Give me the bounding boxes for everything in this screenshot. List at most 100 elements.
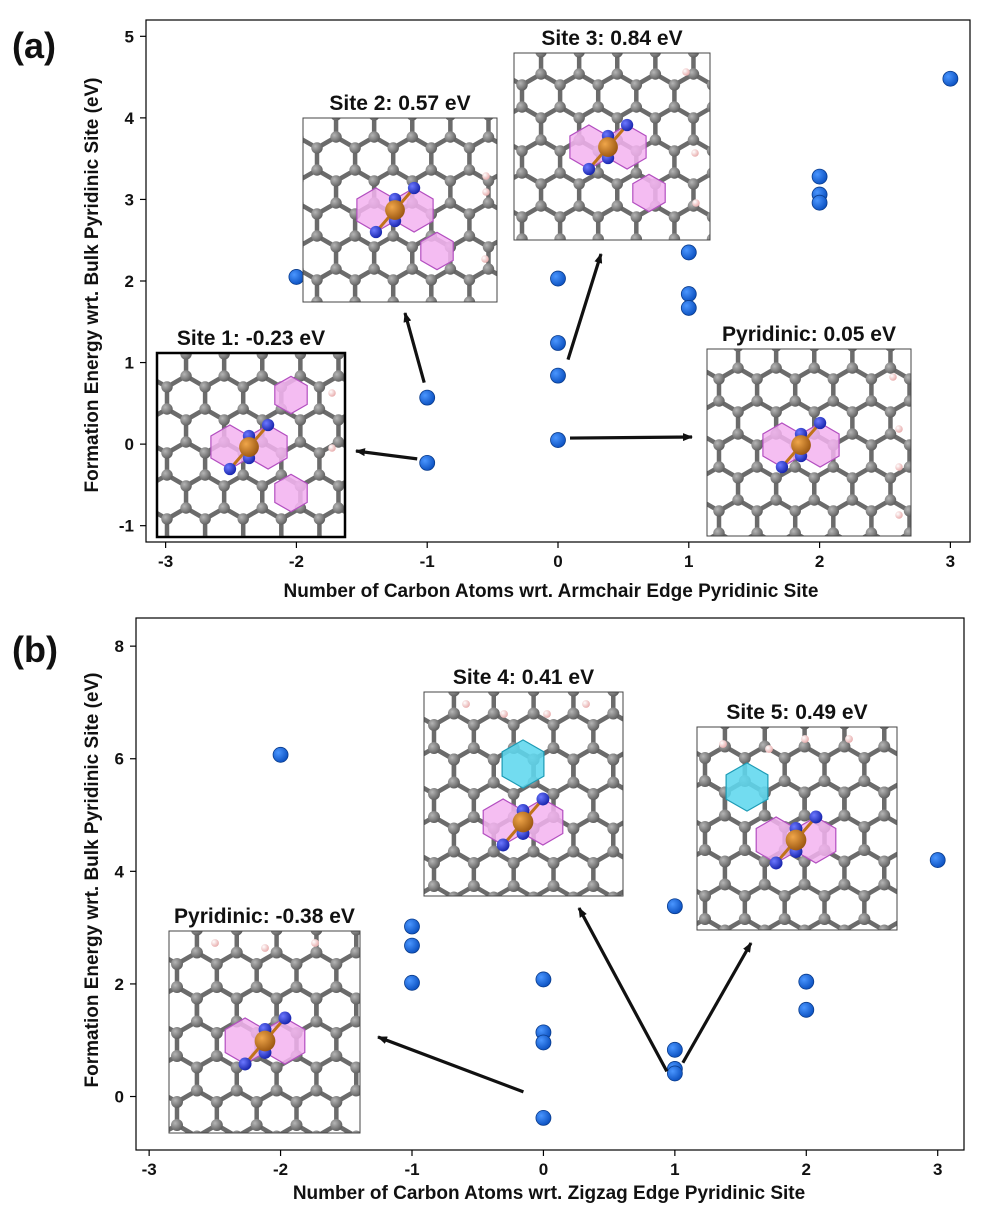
bond [633,679,653,691]
bond [522,338,541,349]
bond [560,8,579,19]
inset-structure [625,678,984,1035]
hydrogen-atom [719,740,727,748]
bond [765,678,785,690]
hydrogen-atom [482,188,490,196]
carbon-atom [447,776,460,789]
carbon-atom [630,211,643,223]
bond [434,310,453,321]
bond [197,849,217,861]
bond [456,987,476,999]
inset-site5: Site 5: 0.49 eV [625,678,984,1035]
data-point [942,70,959,87]
carbon-atom [218,414,230,426]
bond [358,640,377,651]
carbon-atom [447,845,460,858]
bond [237,1194,257,1206]
hydrogen-atom [500,710,508,718]
carbon-atom [330,958,343,970]
inset-title: Site 3: 0.84 eV [541,27,682,50]
bond [484,74,503,85]
bond [733,679,753,691]
bond [474,921,494,933]
bond [186,277,205,288]
bond [757,269,776,280]
carbon-atom [699,775,711,787]
bond [625,954,645,966]
bond [243,640,262,651]
carbon-atom [467,857,480,869]
data-point [404,918,420,935]
bond [662,566,681,577]
data-point [404,974,420,991]
bond [508,335,527,346]
bond [808,239,827,250]
bond [488,335,507,346]
bond [374,368,393,379]
carbon-atom [567,707,580,720]
carbon-atom [611,178,623,190]
carbon-atom [425,164,438,176]
inset-structure [137,849,476,1206]
bond [453,508,472,519]
bond [617,305,636,316]
bond [964,712,984,724]
data-point [288,269,305,285]
carbon-atom [313,447,326,459]
bond [137,1056,157,1068]
bond [137,918,157,930]
bond [732,206,751,217]
bond [396,640,415,651]
bond [186,640,205,651]
bond [222,104,241,115]
bond [844,678,864,690]
arrow-to-site1 [355,448,418,461]
bond [434,442,453,453]
bond [137,884,157,896]
bond [636,338,655,349]
bond [91,574,110,585]
bond [224,310,243,321]
hydrogen-atom [582,700,590,708]
carbon-atom [798,924,811,930]
bond [129,475,148,486]
carbon-atom [330,175,342,187]
bond [416,1091,436,1103]
bond [948,434,967,445]
bond [844,988,864,1000]
carbon-atom [313,381,326,393]
carbon-atom [878,855,891,868]
bond [91,541,110,552]
bond [884,712,904,724]
bond [944,919,964,931]
bond [508,302,527,313]
bond [713,41,732,52]
bond [641,302,660,313]
carbon-atom [738,913,751,925]
bond [713,305,732,316]
carbon-atom [838,924,851,930]
bond [929,368,948,379]
bond [241,104,260,115]
bond [319,541,338,552]
bond [148,541,167,552]
bond [625,712,645,724]
bond [376,987,396,999]
bond [805,1023,825,1035]
bond [852,566,871,577]
bond [279,170,298,181]
bond [653,817,673,829]
carbon-atom [865,461,878,473]
bond [338,541,357,552]
bond [394,748,414,760]
carbon-atom [192,1130,202,1133]
bond [738,566,757,577]
bond [757,302,776,313]
bond [643,632,662,643]
bond [354,748,374,760]
bond [929,269,948,280]
bond [414,679,434,691]
bond [944,885,964,897]
bond [464,299,472,302]
bond [944,954,964,966]
